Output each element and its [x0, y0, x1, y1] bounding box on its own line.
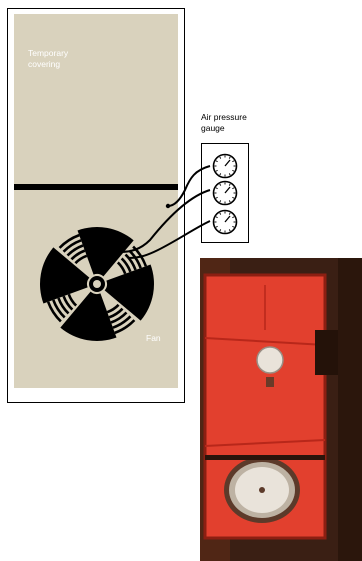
air-pressure-gauge-label-line2: gauge [201, 123, 225, 133]
photo-gauge-mount [266, 377, 274, 387]
frame-crossbar [14, 184, 178, 190]
temporary-covering-label-line1: Temporary [28, 48, 69, 58]
photo-right-edge [338, 258, 362, 561]
air-pressure-gauge-label: Air pressure gauge [201, 112, 249, 133]
blower-door-photo [200, 258, 362, 561]
photo-bottom-bar [205, 455, 325, 460]
air-pressure-gauge-label-line1: Air pressure [201, 112, 247, 122]
fan-label: Fan [146, 333, 161, 343]
temporary-covering-label-line2: covering [28, 59, 60, 69]
fan-hub-center [93, 280, 101, 288]
gauge-stack [214, 155, 237, 234]
photo-gauge-small [257, 347, 283, 373]
hose-port [166, 204, 170, 208]
photo-fan-hub [259, 487, 265, 493]
